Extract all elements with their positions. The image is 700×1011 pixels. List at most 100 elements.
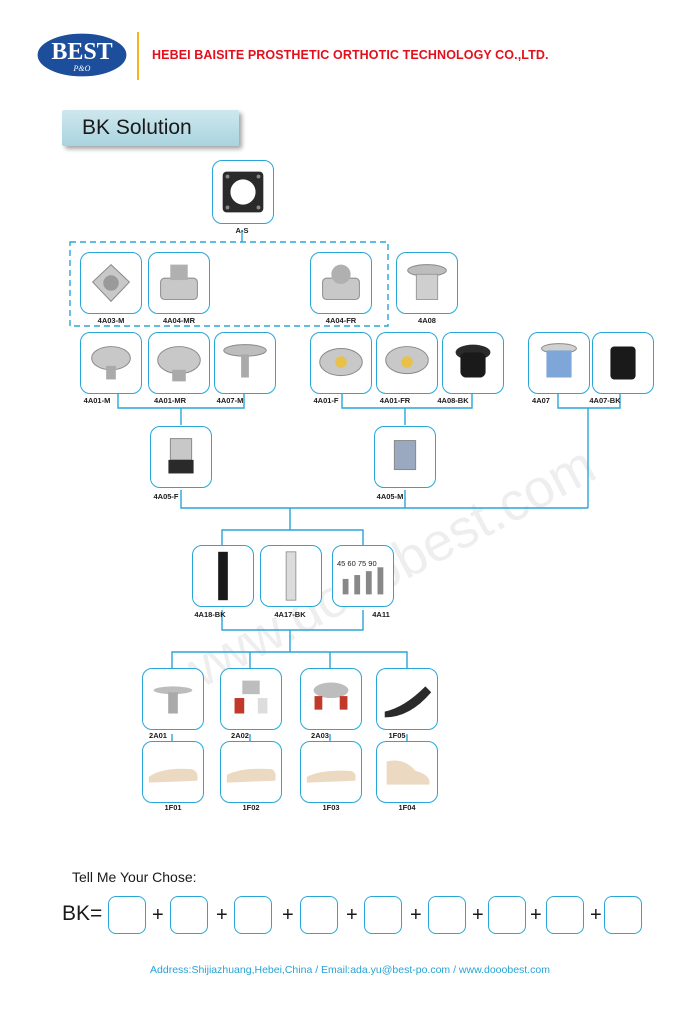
- foot-adapter-icon: [153, 686, 193, 714]
- product-card-4a01-fr[interactable]: [376, 332, 438, 394]
- label-4a03-m: 4A03-M: [97, 316, 125, 325]
- plus-sign: +: [282, 904, 294, 926]
- product-card-4a05-m[interactable]: [374, 426, 436, 488]
- plus-sign: +: [410, 904, 422, 926]
- product-card-1f05[interactable]: [376, 668, 438, 730]
- product-card-2a01[interactable]: [142, 668, 204, 730]
- label-1f04: 1F04: [398, 803, 416, 812]
- clamp-adapter-icon: [157, 346, 201, 382]
- rotator-icon: [610, 346, 636, 380]
- product-card-4a08-bk[interactable]: [442, 332, 504, 394]
- product-card-4a04-fr[interactable]: [310, 252, 372, 314]
- label-1f02: 1F02: [242, 803, 260, 812]
- prosthetic-foot-icon: [148, 768, 198, 783]
- footer-contact: Address:Shijiazhuang,Hebei,China / Email…: [150, 964, 550, 976]
- selection-box-9[interactable]: [604, 896, 642, 934]
- product-card-4a08[interactable]: [396, 252, 458, 314]
- selection-box-7[interactable]: [488, 896, 526, 934]
- label-4a04-mr: 4A04-MR: [162, 316, 196, 325]
- label-4a17-bk: 4A17-BK: [274, 610, 306, 619]
- adapter-plate-icon: [222, 171, 264, 213]
- company-name: HEBEI BAISITE PROSTHETIC ORTHOTIC TECHNO…: [152, 48, 549, 62]
- label-4a05-f: 4A05-F: [153, 492, 179, 501]
- title-box: [62, 110, 239, 146]
- product-card-4a01-m[interactable]: [80, 332, 142, 394]
- product-card-4a18-bk[interactable]: [192, 545, 254, 607]
- selection-box-4[interactable]: [300, 896, 338, 934]
- label-1f05: 1F05: [388, 731, 406, 740]
- foot-adapter-icon: [313, 682, 349, 710]
- product-card-4a11[interactable]: [332, 545, 394, 607]
- tube-icon: [285, 551, 297, 601]
- plus-sign: +: [346, 904, 358, 926]
- product-card-4a04-mr[interactable]: [148, 252, 210, 314]
- label-4a01-fr: 4A01-FR: [379, 396, 411, 405]
- selection-box-8[interactable]: [546, 896, 584, 934]
- label-4a07: 4A07: [532, 396, 550, 405]
- product-card-1f02[interactable]: [220, 741, 282, 803]
- label-4a05-m: 4A05-M: [376, 492, 404, 501]
- tube-clamp-icon: [168, 438, 194, 474]
- prosthetic-foot-icon: [386, 760, 430, 785]
- label-4a11: 4A11: [372, 610, 390, 619]
- tube-set-icon: [342, 567, 384, 595]
- label-as: A-S: [235, 226, 249, 235]
- label-4a04-fr: 4A04-FR: [325, 316, 357, 325]
- header-divider: [137, 32, 139, 80]
- label-2a01: 2A01: [149, 731, 167, 740]
- pyramid-adapter-icon: [407, 264, 447, 300]
- clamp-adapter-icon: [319, 347, 363, 377]
- selection-box-2[interactable]: [170, 896, 208, 934]
- logo-text: BEST: [51, 39, 112, 65]
- label-4a08: 4A08: [418, 316, 436, 325]
- label-4a07-bk: 4A07-BK: [589, 396, 621, 405]
- foot-adapter-icon: [234, 680, 268, 714]
- label-2a03: 2A03: [311, 731, 329, 740]
- product-card-4a07-bk[interactable]: [592, 332, 654, 394]
- selection-prompt: Tell Me Your Chose:: [72, 869, 197, 885]
- product-card-as[interactable]: [212, 160, 274, 224]
- product-card-1f03[interactable]: [300, 741, 362, 803]
- product-card-4a05-f[interactable]: [150, 426, 212, 488]
- product-card-4a01-mr[interactable]: [148, 332, 210, 394]
- page-title: BK Solution: [82, 116, 192, 139]
- plus-sign: +: [530, 904, 542, 926]
- adapter-icon: [322, 264, 360, 300]
- plus-sign: +: [472, 904, 484, 926]
- label-2a02: 2A02: [231, 731, 249, 740]
- rotator-icon: [541, 343, 577, 378]
- tube-sizes: 45 60 75 90: [337, 559, 377, 568]
- product-card-2a03[interactable]: [300, 668, 362, 730]
- plus-sign: +: [216, 904, 228, 926]
- clamp-adapter-icon: [385, 346, 429, 375]
- label-4a18-bk: 4A18-BK: [194, 610, 226, 619]
- label-4a07-m: 4A07-M: [216, 396, 244, 405]
- clamp-adapter-icon: [91, 346, 131, 380]
- plus-sign: +: [590, 904, 602, 926]
- prosthetic-foot-icon: [306, 770, 356, 783]
- product-card-4a07-m[interactable]: [214, 332, 276, 394]
- label-1f01: 1F01: [164, 803, 182, 812]
- company-logo: BEST P&O: [36, 32, 128, 78]
- bk-formula-label: BK=: [62, 902, 103, 925]
- selection-box-1[interactable]: [108, 896, 146, 934]
- logo-subtext: P&O: [73, 64, 91, 73]
- product-card-4a07[interactable]: [528, 332, 590, 394]
- label-4a08-bk: 4A08-BK: [437, 396, 469, 405]
- label-4a01-mr: 4A01-MR: [153, 396, 187, 405]
- product-card-1f04[interactable]: [376, 741, 438, 803]
- selection-box-5[interactable]: [364, 896, 402, 934]
- selection-box-6[interactable]: [428, 896, 466, 934]
- product-card-4a17-bk[interactable]: [260, 545, 322, 607]
- adapter-icon: [160, 264, 198, 300]
- adapter-icon: [91, 263, 131, 303]
- product-card-4a03-m[interactable]: [80, 252, 142, 314]
- prosthetic-foot-icon: [226, 768, 276, 783]
- tube-icon: [218, 551, 228, 601]
- selection-box-3[interactable]: [234, 896, 272, 934]
- product-card-4a01-f[interactable]: [310, 332, 372, 394]
- product-card-1f01[interactable]: [142, 741, 204, 803]
- product-card-2a02[interactable]: [220, 668, 282, 730]
- label-4a01-f: 4A01-F: [313, 396, 339, 405]
